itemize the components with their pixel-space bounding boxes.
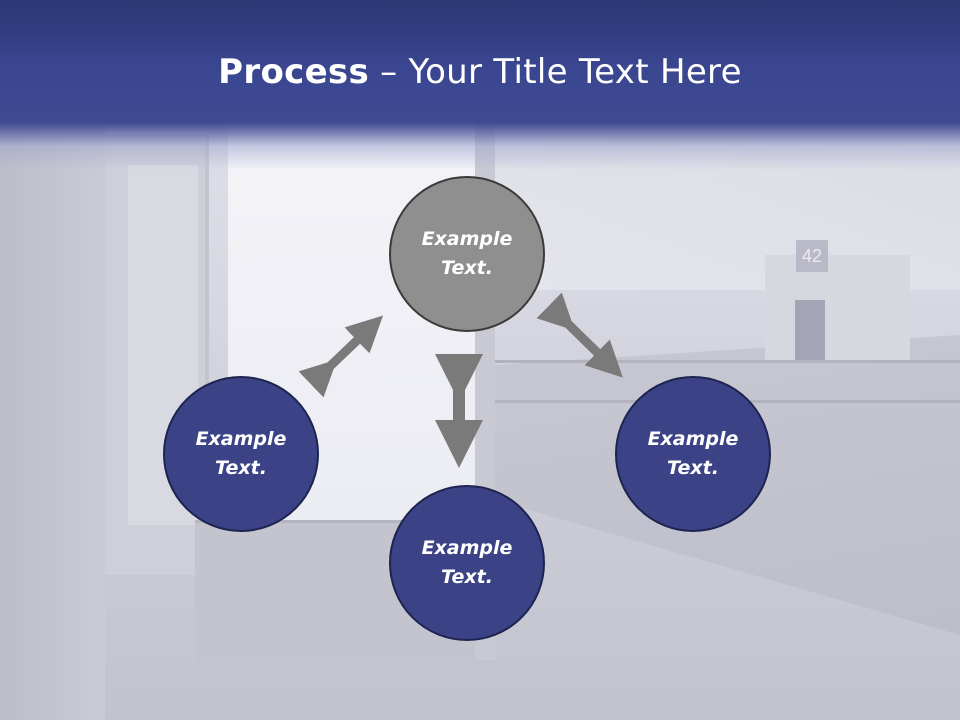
process-node-left: Example Text. xyxy=(163,376,319,532)
background-gate-sign: 42 xyxy=(796,240,828,272)
slide-title-rest: – Your Title Text Here xyxy=(369,52,742,92)
process-node-label: Example Text. xyxy=(647,428,739,479)
process-node-label: Example Text. xyxy=(421,228,513,279)
process-node-label: Example Text. xyxy=(195,428,287,479)
process-node-top: Example Text. xyxy=(389,176,545,332)
slide-title-bold: Process xyxy=(218,52,370,92)
process-node-label: Example Text. xyxy=(421,537,513,588)
background-gate-post xyxy=(795,300,825,360)
background-pillar xyxy=(0,120,105,720)
slide-title: Process – Your Title Text Here xyxy=(0,52,960,92)
background-gate-counter xyxy=(765,255,910,360)
process-node-bottom: Example Text. xyxy=(389,485,545,641)
background-rail xyxy=(495,360,960,363)
title-banner xyxy=(0,0,960,170)
process-node-right: Example Text. xyxy=(615,376,771,532)
